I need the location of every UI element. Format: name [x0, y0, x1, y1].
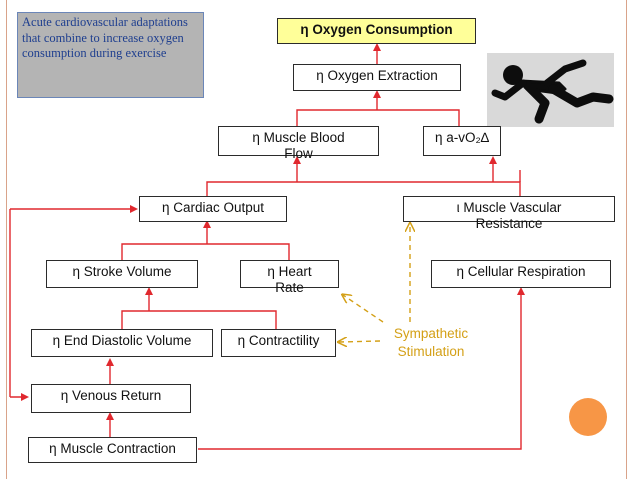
sprinter-silhouette-icon	[487, 53, 614, 127]
muscle-contraction-label: η Muscle Contraction	[49, 441, 176, 456]
caption-note-text: Acute cardiovascular adaptations that co…	[22, 15, 188, 60]
stroke-volume-label: η Stroke Volume	[72, 264, 172, 279]
cardiac-output-label: η Cardiac Output	[161, 200, 265, 215]
muscle-contraction-box: η Muscle Contraction	[28, 437, 197, 463]
muscle-blood-flow-box: η Muscle Blood Flow	[218, 126, 379, 161]
oxygen-consumption-label: η Oxygen Consumption	[300, 22, 453, 37]
heart-rate-label: η Heart Rate	[267, 264, 312, 295]
caption-note: Acute cardiovascular adaptations that co…	[17, 12, 204, 98]
sympathetic-line-2: Stimulation	[397, 344, 465, 359]
frame-line-right	[626, 0, 627, 479]
avo2-label: η a-vO₂∆	[434, 130, 489, 145]
oxygen-consumption-box: η Oxygen Consumption	[277, 18, 476, 44]
avo2-box: η a-vO₂∆	[423, 126, 501, 156]
oxygen-extraction-box: η Oxygen Extraction	[293, 64, 461, 91]
orange-circle-decoration	[569, 398, 607, 436]
venous-return-label: η Venous Return	[60, 388, 162, 403]
contractility-box: η Contractility	[221, 329, 336, 357]
sympathetic-line-1: Sympathetic	[393, 326, 469, 341]
heart-rate-box: η Heart Rate	[240, 260, 339, 295]
cardiac-output-box: η Cardiac Output	[139, 196, 287, 222]
oxygen-extraction-label: η Oxygen Extraction	[316, 68, 438, 83]
muscle-vascular-resistance-box: ι Muscle Vascular Resistance	[403, 196, 615, 231]
cellular-respiration-label: η Cellular Respiration	[456, 264, 586, 279]
end-diastolic-volume-label: η End Diastolic Volume	[52, 333, 192, 348]
end-diastolic-volume-box: η End Diastolic Volume	[31, 329, 213, 357]
venous-return-box: η Venous Return	[31, 384, 191, 413]
muscle-vascular-resistance-label: ι Muscle Vascular Resistance	[456, 200, 562, 231]
muscle-blood-flow-label: η Muscle Blood Flow	[252, 130, 345, 161]
stroke-volume-box: η Stroke Volume	[46, 260, 198, 288]
cellular-respiration-box: η Cellular Respiration	[431, 260, 611, 288]
runner-figure	[491, 59, 614, 124]
frame-line-left	[6, 0, 7, 479]
sympathetic-stimulation-label: Sympathetic Stimulation	[378, 325, 484, 361]
contractility-label: η Contractility	[237, 333, 320, 348]
